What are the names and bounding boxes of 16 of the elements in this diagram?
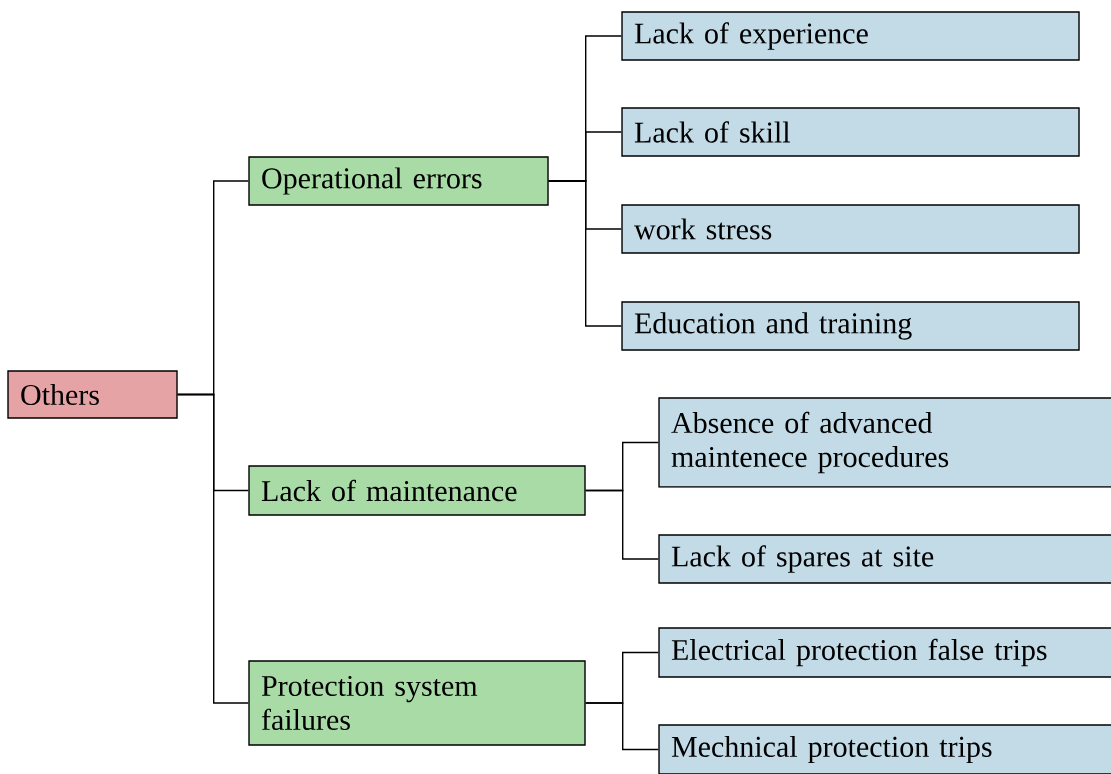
cause-box: Electrical protection false trips <box>658 627 1111 678</box>
category-box: Lack of maintenance <box>248 465 586 516</box>
category-box: Protection system failures <box>248 660 586 746</box>
cause-box: Education and training <box>621 301 1080 351</box>
cause-box: Mechnical protection trips <box>658 724 1111 774</box>
root-box: Others <box>7 370 178 419</box>
cause-box: Lack of spares at site <box>658 534 1111 584</box>
connector-line <box>177 393 249 704</box>
connector-line <box>585 702 659 751</box>
cause-box: Lack of experience <box>621 11 1080 61</box>
connector-line <box>548 180 622 327</box>
cause-box: Absence of advanced maintenece procedures <box>658 397 1111 488</box>
category-box: Operational errors <box>248 156 549 206</box>
cause-box: work stress <box>621 204 1080 254</box>
connector-line <box>585 489 659 560</box>
cause-box: Lack of skill <box>621 107 1080 157</box>
